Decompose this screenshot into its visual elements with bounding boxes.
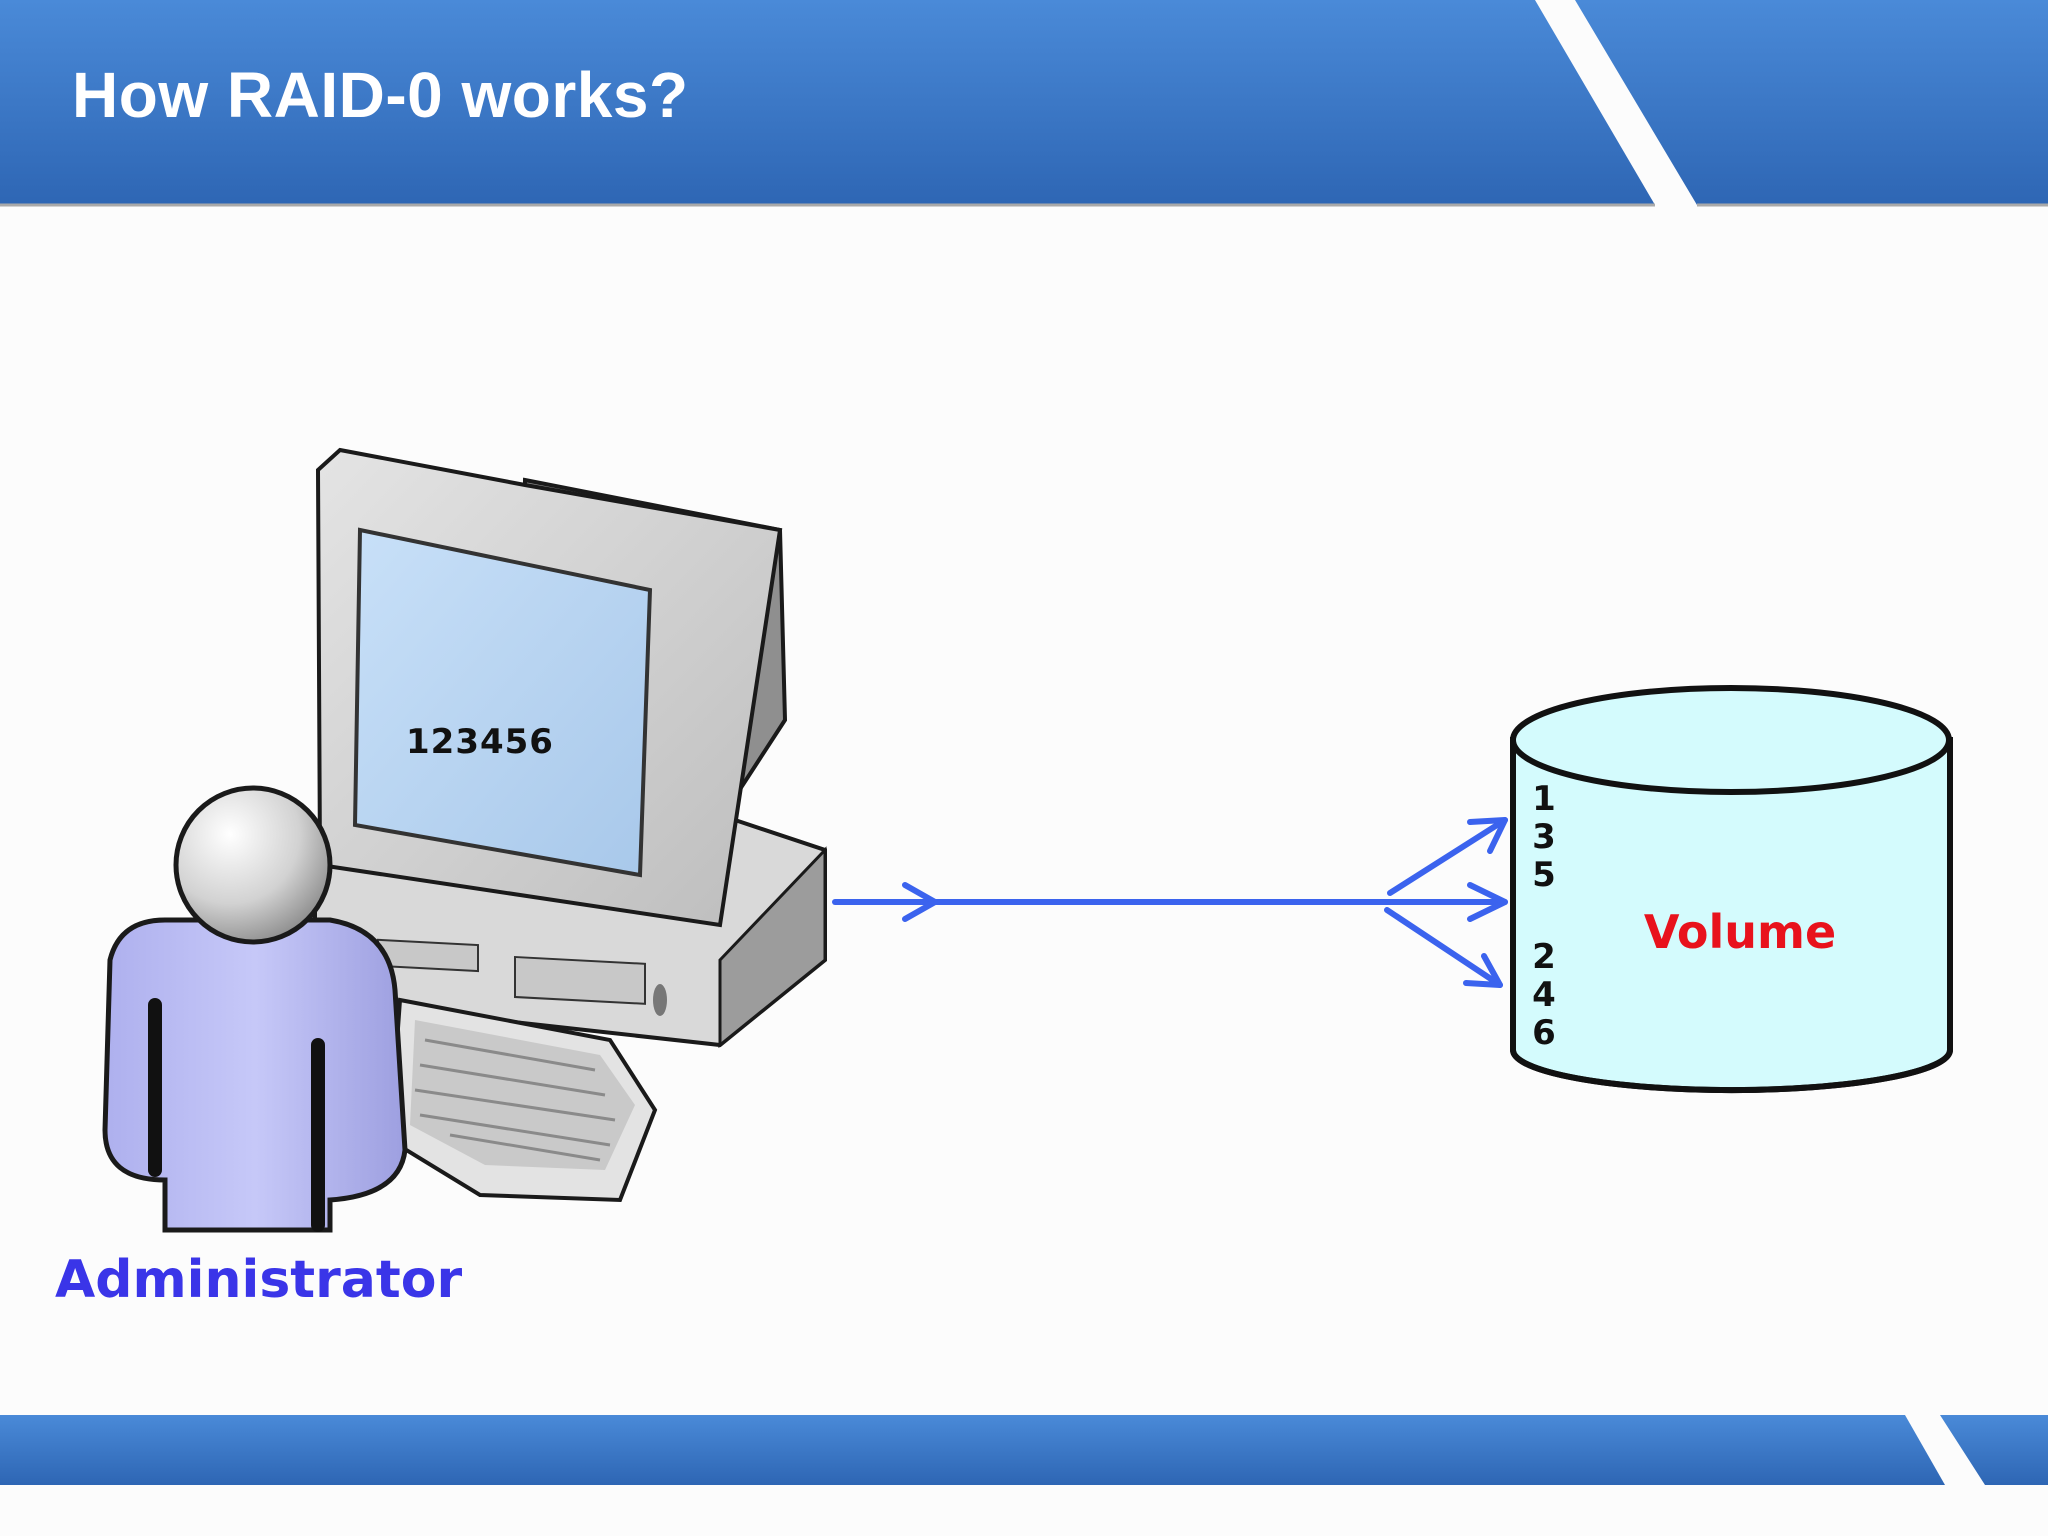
main-arrow-head [902,882,938,922]
slide-title: How RAID-0 works? [72,59,689,131]
volume-block-3: 3 [1532,817,1556,857]
volume-cylinder [1510,685,1953,1094]
header-banner [0,0,2048,207]
volume-block-6: 6 [1532,1013,1556,1053]
volume-block-5: 5 [1532,855,1556,895]
volume-block-1: 1 [1532,779,1556,819]
arrow-to-middle-head [1467,882,1508,922]
arrow-to-top-blocks-head [1467,817,1508,854]
volume-block-2: 2 [1532,937,1556,977]
administrator-label: Administrator [55,1250,463,1310]
arrow-to-bottom-blocks-head [1463,953,1503,988]
arrow-to-top-blocks [1387,817,1508,896]
volume-label: Volume [1643,905,1837,959]
arrow-to-bottom-blocks [1384,907,1503,988]
data-flow-arrows [832,817,1508,988]
computer-illustration [313,447,827,1203]
volume-block-4: 4 [1532,975,1556,1015]
administrator-figure [102,785,408,1233]
footer-band [0,1415,2048,1485]
screen-data-text: 123456 [406,722,554,762]
